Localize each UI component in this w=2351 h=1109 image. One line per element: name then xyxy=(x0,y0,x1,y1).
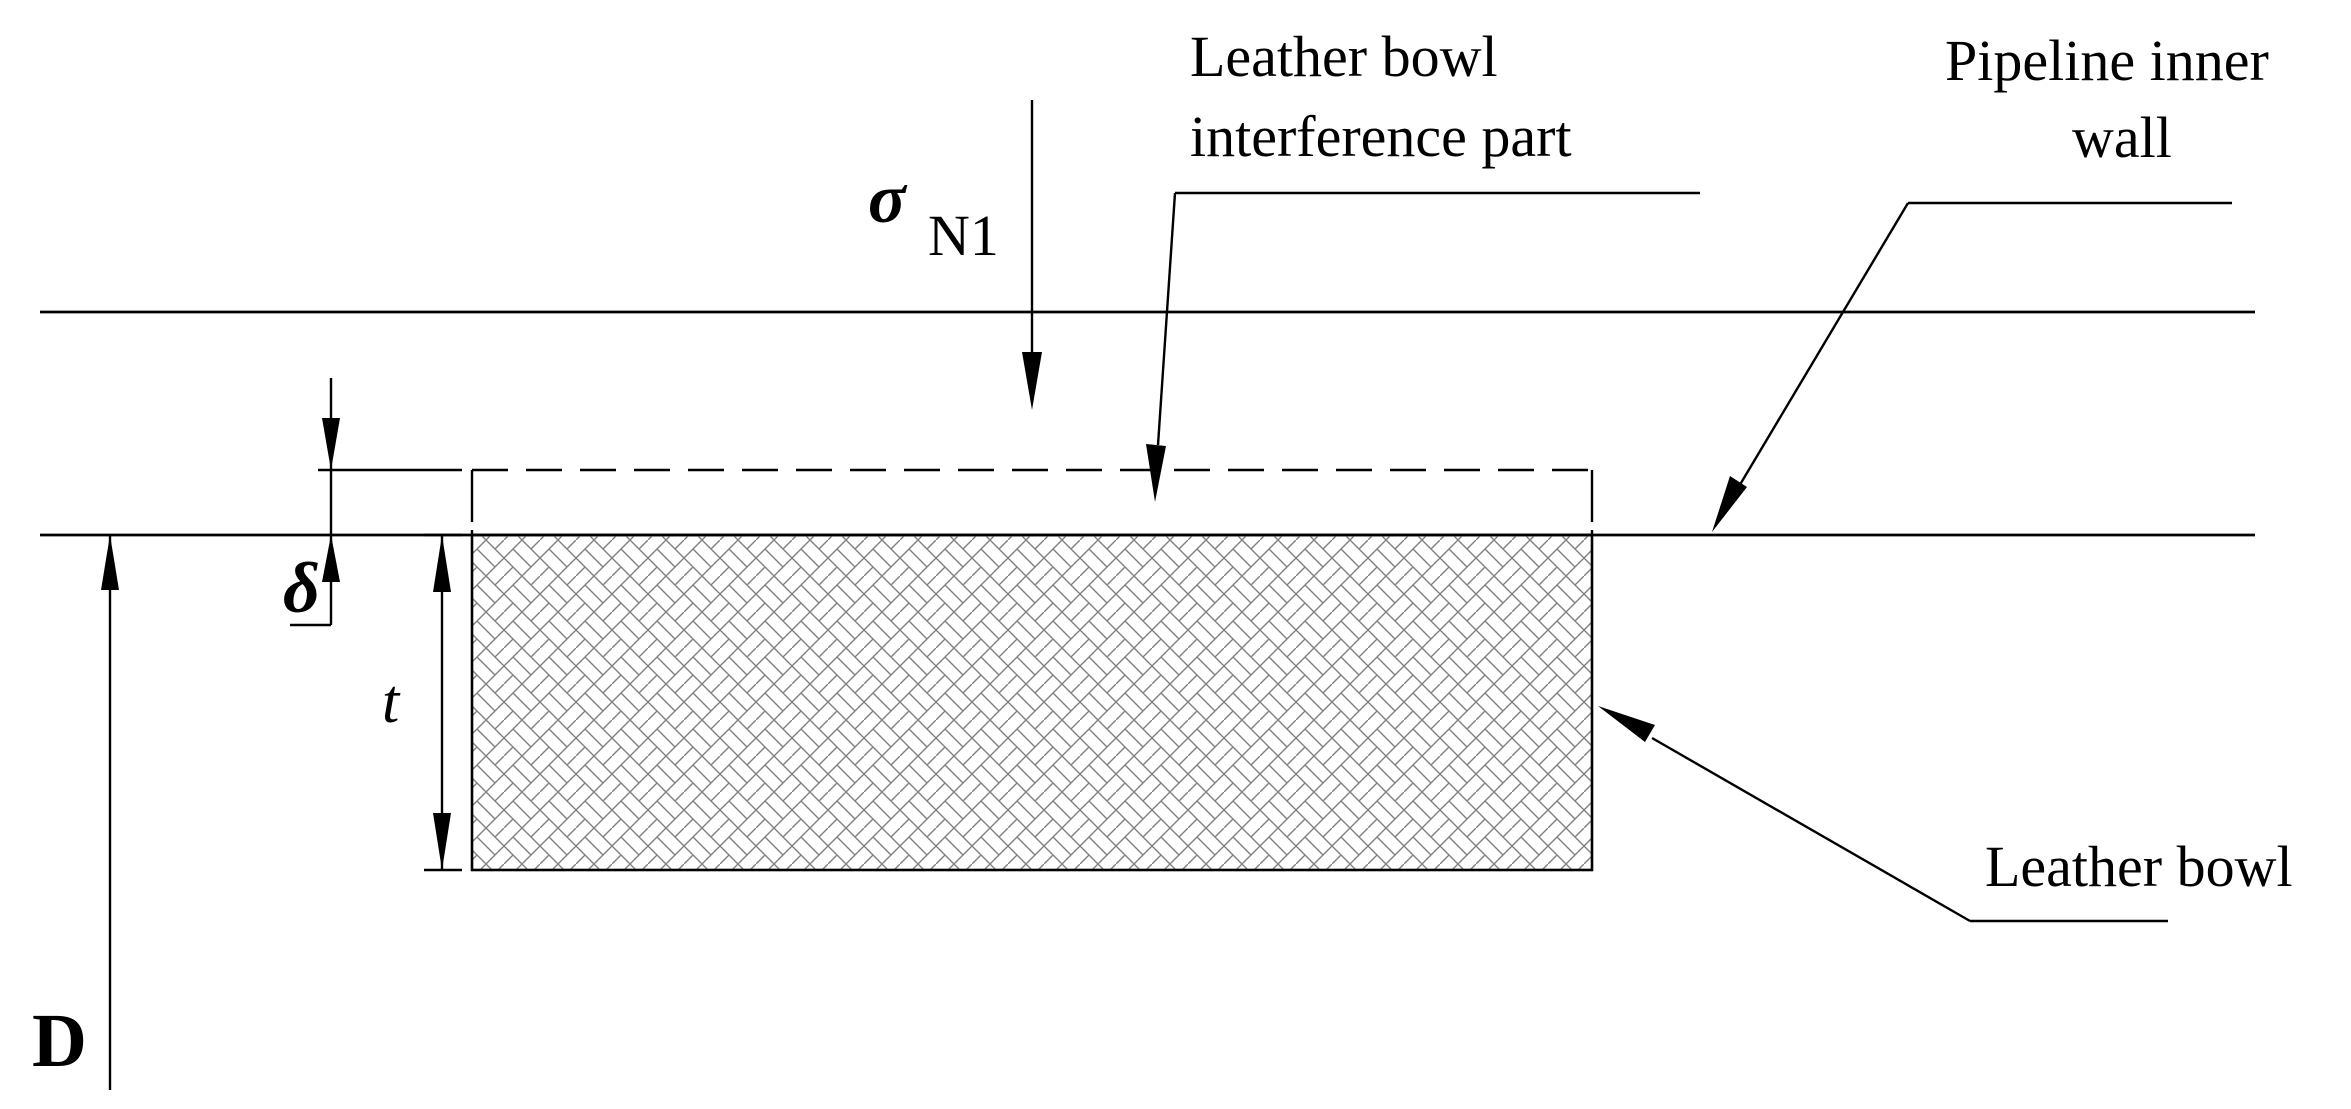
interference-label-line1: Leather bowl xyxy=(1190,24,1498,89)
pipeline-label-line2: wall xyxy=(2072,105,2172,170)
sigma-subscript: N1 xyxy=(928,203,999,268)
pipeline-wall-leader xyxy=(1712,201,2232,532)
pipeline-label-line1: Pipeline inner xyxy=(1945,28,2269,93)
diameter-dimension xyxy=(101,535,119,1090)
diameter-symbol: D xyxy=(32,999,87,1083)
interference-leader xyxy=(1146,191,1700,502)
delta-dimension xyxy=(290,378,462,627)
sigma-symbol: σ xyxy=(868,161,908,238)
leather-bowl-leader xyxy=(1598,706,2168,923)
thickness-symbol: t xyxy=(382,668,401,736)
leather-bowl-label: Leather bowl xyxy=(1985,834,2293,899)
interference-outline xyxy=(470,468,1594,535)
interference-label-line2: interference part xyxy=(1190,104,1572,169)
delta-symbol: δ xyxy=(283,548,320,628)
thickness-dimension xyxy=(424,533,462,872)
leather-bowl-body xyxy=(470,533,1594,872)
pressure-arrow xyxy=(1022,100,1042,410)
